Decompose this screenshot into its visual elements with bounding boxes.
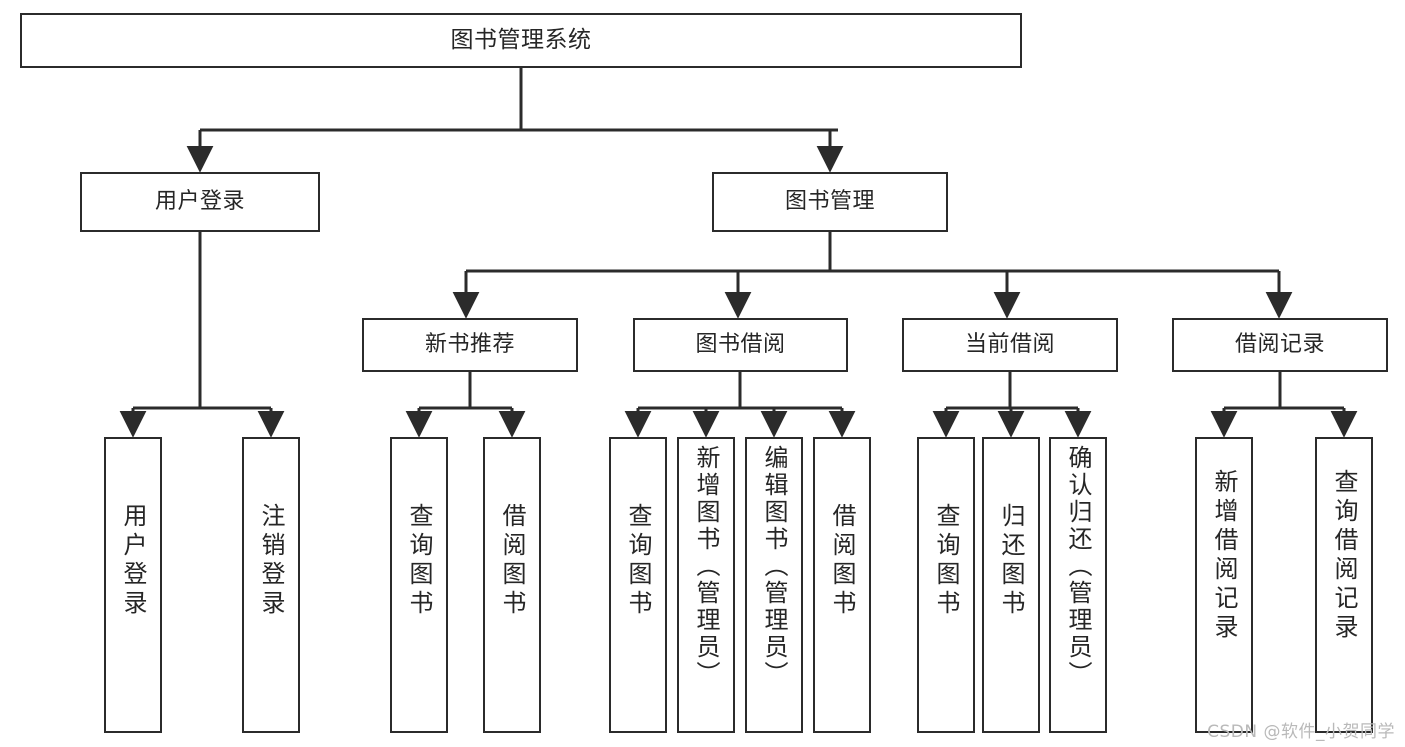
leaf-add-book-admin[interactable]: 新增图书（管理员）	[677, 437, 735, 733]
leaf-logout[interactable]: 注销登录	[242, 437, 300, 733]
node-label: 编辑图书（管理员）	[760, 445, 788, 688]
node-label: 图书管理	[784, 189, 875, 215]
node-label: 确认归还（管理员）	[1064, 445, 1092, 688]
node-new-book-recommendation[interactable]: 新书推荐	[362, 318, 578, 372]
node-label: 新增图书（管理员）	[692, 445, 720, 688]
leaf-query-books-newbook[interactable]: 查询图书	[390, 437, 448, 733]
node-label: 图书管理系统	[450, 26, 592, 53]
node-label: 用户登录	[119, 503, 147, 619]
node-label: 当前借阅	[964, 332, 1055, 358]
node-label: 归还图书	[997, 503, 1025, 619]
node-label: 查询图书	[624, 503, 652, 619]
leaf-query-borrow-record[interactable]: 查询借阅记录	[1315, 437, 1373, 733]
node-label: 借阅图书	[828, 503, 856, 619]
node-label: 查询图书	[932, 503, 960, 619]
node-book-management[interactable]: 图书管理	[712, 172, 948, 232]
node-current-borrowing[interactable]: 当前借阅	[902, 318, 1118, 372]
node-label: 借阅图书	[498, 503, 526, 619]
node-root-book-management-system[interactable]: 图书管理系统	[20, 13, 1022, 68]
node-label: 查询图书	[405, 503, 433, 619]
leaf-query-books-borrow[interactable]: 查询图书	[609, 437, 667, 733]
csdn-watermark: CSDN @软件_小贺同学	[1207, 722, 1395, 742]
node-label: 借阅记录	[1234, 332, 1325, 358]
leaf-user-login[interactable]: 用户登录	[104, 437, 162, 733]
leaf-edit-book-admin[interactable]: 编辑图书（管理员）	[745, 437, 803, 733]
leaf-return-books[interactable]: 归还图书	[982, 437, 1040, 733]
leaf-add-borrow-record[interactable]: 新增借阅记录	[1195, 437, 1253, 733]
leaf-query-books-current[interactable]: 查询图书	[917, 437, 975, 733]
node-label: 注销登录	[257, 503, 285, 619]
node-label: 图书借阅	[695, 332, 786, 358]
leaf-borrow-books-borrow[interactable]: 借阅图书	[813, 437, 871, 733]
leaf-confirm-return-admin[interactable]: 确认归还（管理员）	[1049, 437, 1107, 733]
node-user-login[interactable]: 用户登录	[80, 172, 320, 232]
node-label: 查询借阅记录	[1330, 469, 1358, 643]
node-label: 新增借阅记录	[1210, 469, 1238, 643]
node-book-borrowing[interactable]: 图书借阅	[633, 318, 848, 372]
leaf-borrow-books-newbook[interactable]: 借阅图书	[483, 437, 541, 733]
node-borrowing-records[interactable]: 借阅记录	[1172, 318, 1388, 372]
node-label: 新书推荐	[424, 332, 515, 358]
node-label: 用户登录	[154, 189, 245, 215]
